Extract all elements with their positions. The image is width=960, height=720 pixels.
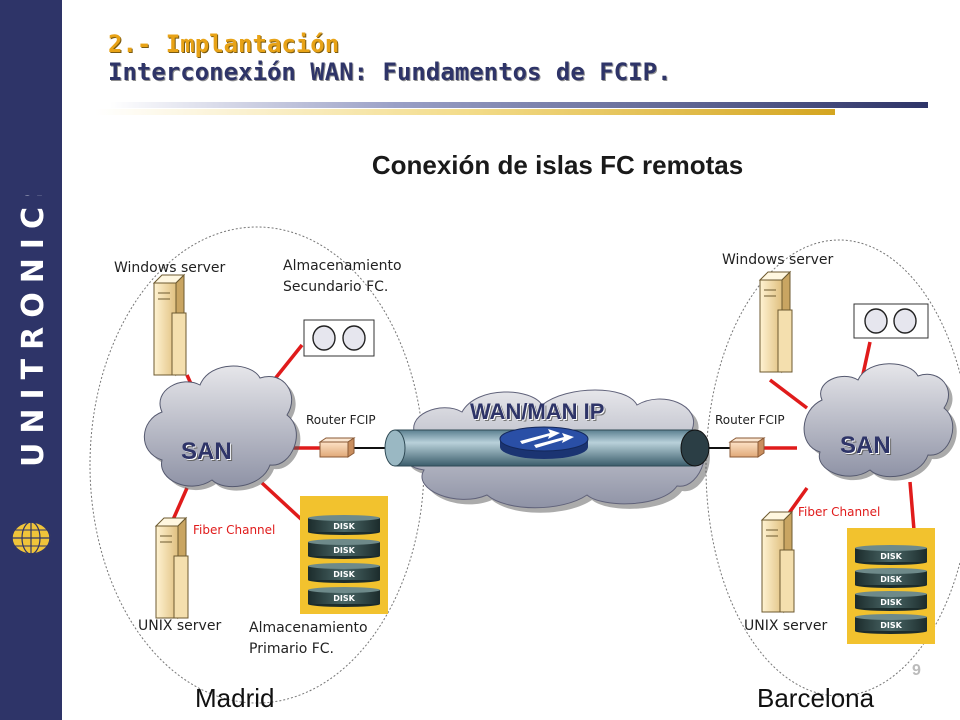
header-divider [95, 102, 928, 115]
barcelona-disk-label-3: DISK [880, 598, 902, 607]
madrid-fiber-channel-label: Fiber Channel [193, 523, 276, 537]
ip-router-icon [499, 426, 589, 459]
page-number: 9 [912, 662, 921, 679]
barcelona-router-label: Router FCIP [715, 413, 785, 427]
windows-server-barcelona-icon [758, 270, 793, 374]
primary-storage-madrid-icon: DISK DISK DISK DISK [300, 496, 388, 614]
barcelona-san-cloud [803, 363, 957, 481]
madrid-router-icon [318, 437, 356, 458]
secondary-storage-barcelona-icon [853, 303, 929, 339]
secondary-storage-madrid-label-line2: Secundario FC. [283, 279, 389, 295]
madrid-router-label: Router FCIP [306, 413, 376, 427]
madrid-disk-label-4: DISK [333, 594, 355, 603]
barcelona-disk-label-2: DISK [880, 575, 902, 584]
barcelona-fiber-channel-label: Fiber Channel [798, 505, 881, 519]
madrid-city-label: Madrid [195, 683, 275, 713]
brand-sidebar: UNITRONICS [0, 0, 62, 720]
slide-title: Interconexión WAN: Fundamentos de FCIP. [108, 58, 672, 86]
barcelona-san-label: SAN [840, 432, 891, 459]
madrid-disk-3: DISK [308, 563, 380, 583]
windows-server-madrid-icon [152, 273, 187, 377]
madrid-disk-label-3: DISK [333, 570, 355, 579]
madrid-san-cloud [143, 365, 301, 491]
madrid-disk-label-2: DISK [333, 546, 355, 555]
barcelona-disk-label-1: DISK [880, 552, 902, 561]
primary-storage-madrid-label-line2: Primario FC. [249, 641, 334, 657]
barcelona-city-label: Barcelona [757, 683, 875, 713]
brand-logo-text: UNITRONICS [12, 195, 52, 475]
madrid-disk-1: DISK [308, 515, 380, 535]
unix-server-barcelona-icon [760, 510, 795, 614]
barcelona-disk-2: DISK [855, 568, 927, 588]
fcip-diagram: DISK DISK DISK DISK DISK DISK DISK DISK Window… [62, 190, 960, 720]
wan-label: WAN/MAN IP [470, 399, 605, 424]
barcelona-disk-1: DISK [855, 545, 927, 565]
barcelona-disk-label-4: DISK [880, 621, 902, 630]
unix-server-madrid-label: UNIX server [138, 618, 222, 634]
globe-logo-icon [8, 520, 54, 556]
barcelona-router-icon [728, 437, 766, 458]
windows-server-barcelona-label: Windows server [722, 252, 834, 268]
primary-storage-madrid-label-line1: Almacenamiento [249, 620, 368, 636]
secondary-storage-madrid-icon [303, 319, 375, 357]
barcelona-disk-3: DISK [855, 591, 927, 611]
diagram-heading: Conexión de islas FC remotas [371, 150, 744, 180]
section-title: 2.- Implantación [108, 30, 340, 58]
madrid-disk-label-1: DISK [333, 522, 355, 531]
barcelona-site-boundary [705, 239, 960, 697]
barcelona-disk-4: DISK [855, 614, 927, 634]
madrid-disk-4: DISK [308, 587, 380, 607]
madrid-disk-2: DISK [308, 539, 380, 559]
brand-text: UNITRONICS [16, 195, 51, 467]
windows-server-madrid-label: Windows server [114, 260, 226, 276]
primary-storage-barcelona-icon: DISK DISK DISK DISK [847, 528, 935, 644]
madrid-san-label: SAN [181, 438, 232, 465]
unix-server-barcelona-label: UNIX server [744, 618, 828, 634]
secondary-storage-madrid-label-line1: Almacenamiento [283, 258, 402, 274]
unix-server-madrid-icon [154, 516, 189, 620]
